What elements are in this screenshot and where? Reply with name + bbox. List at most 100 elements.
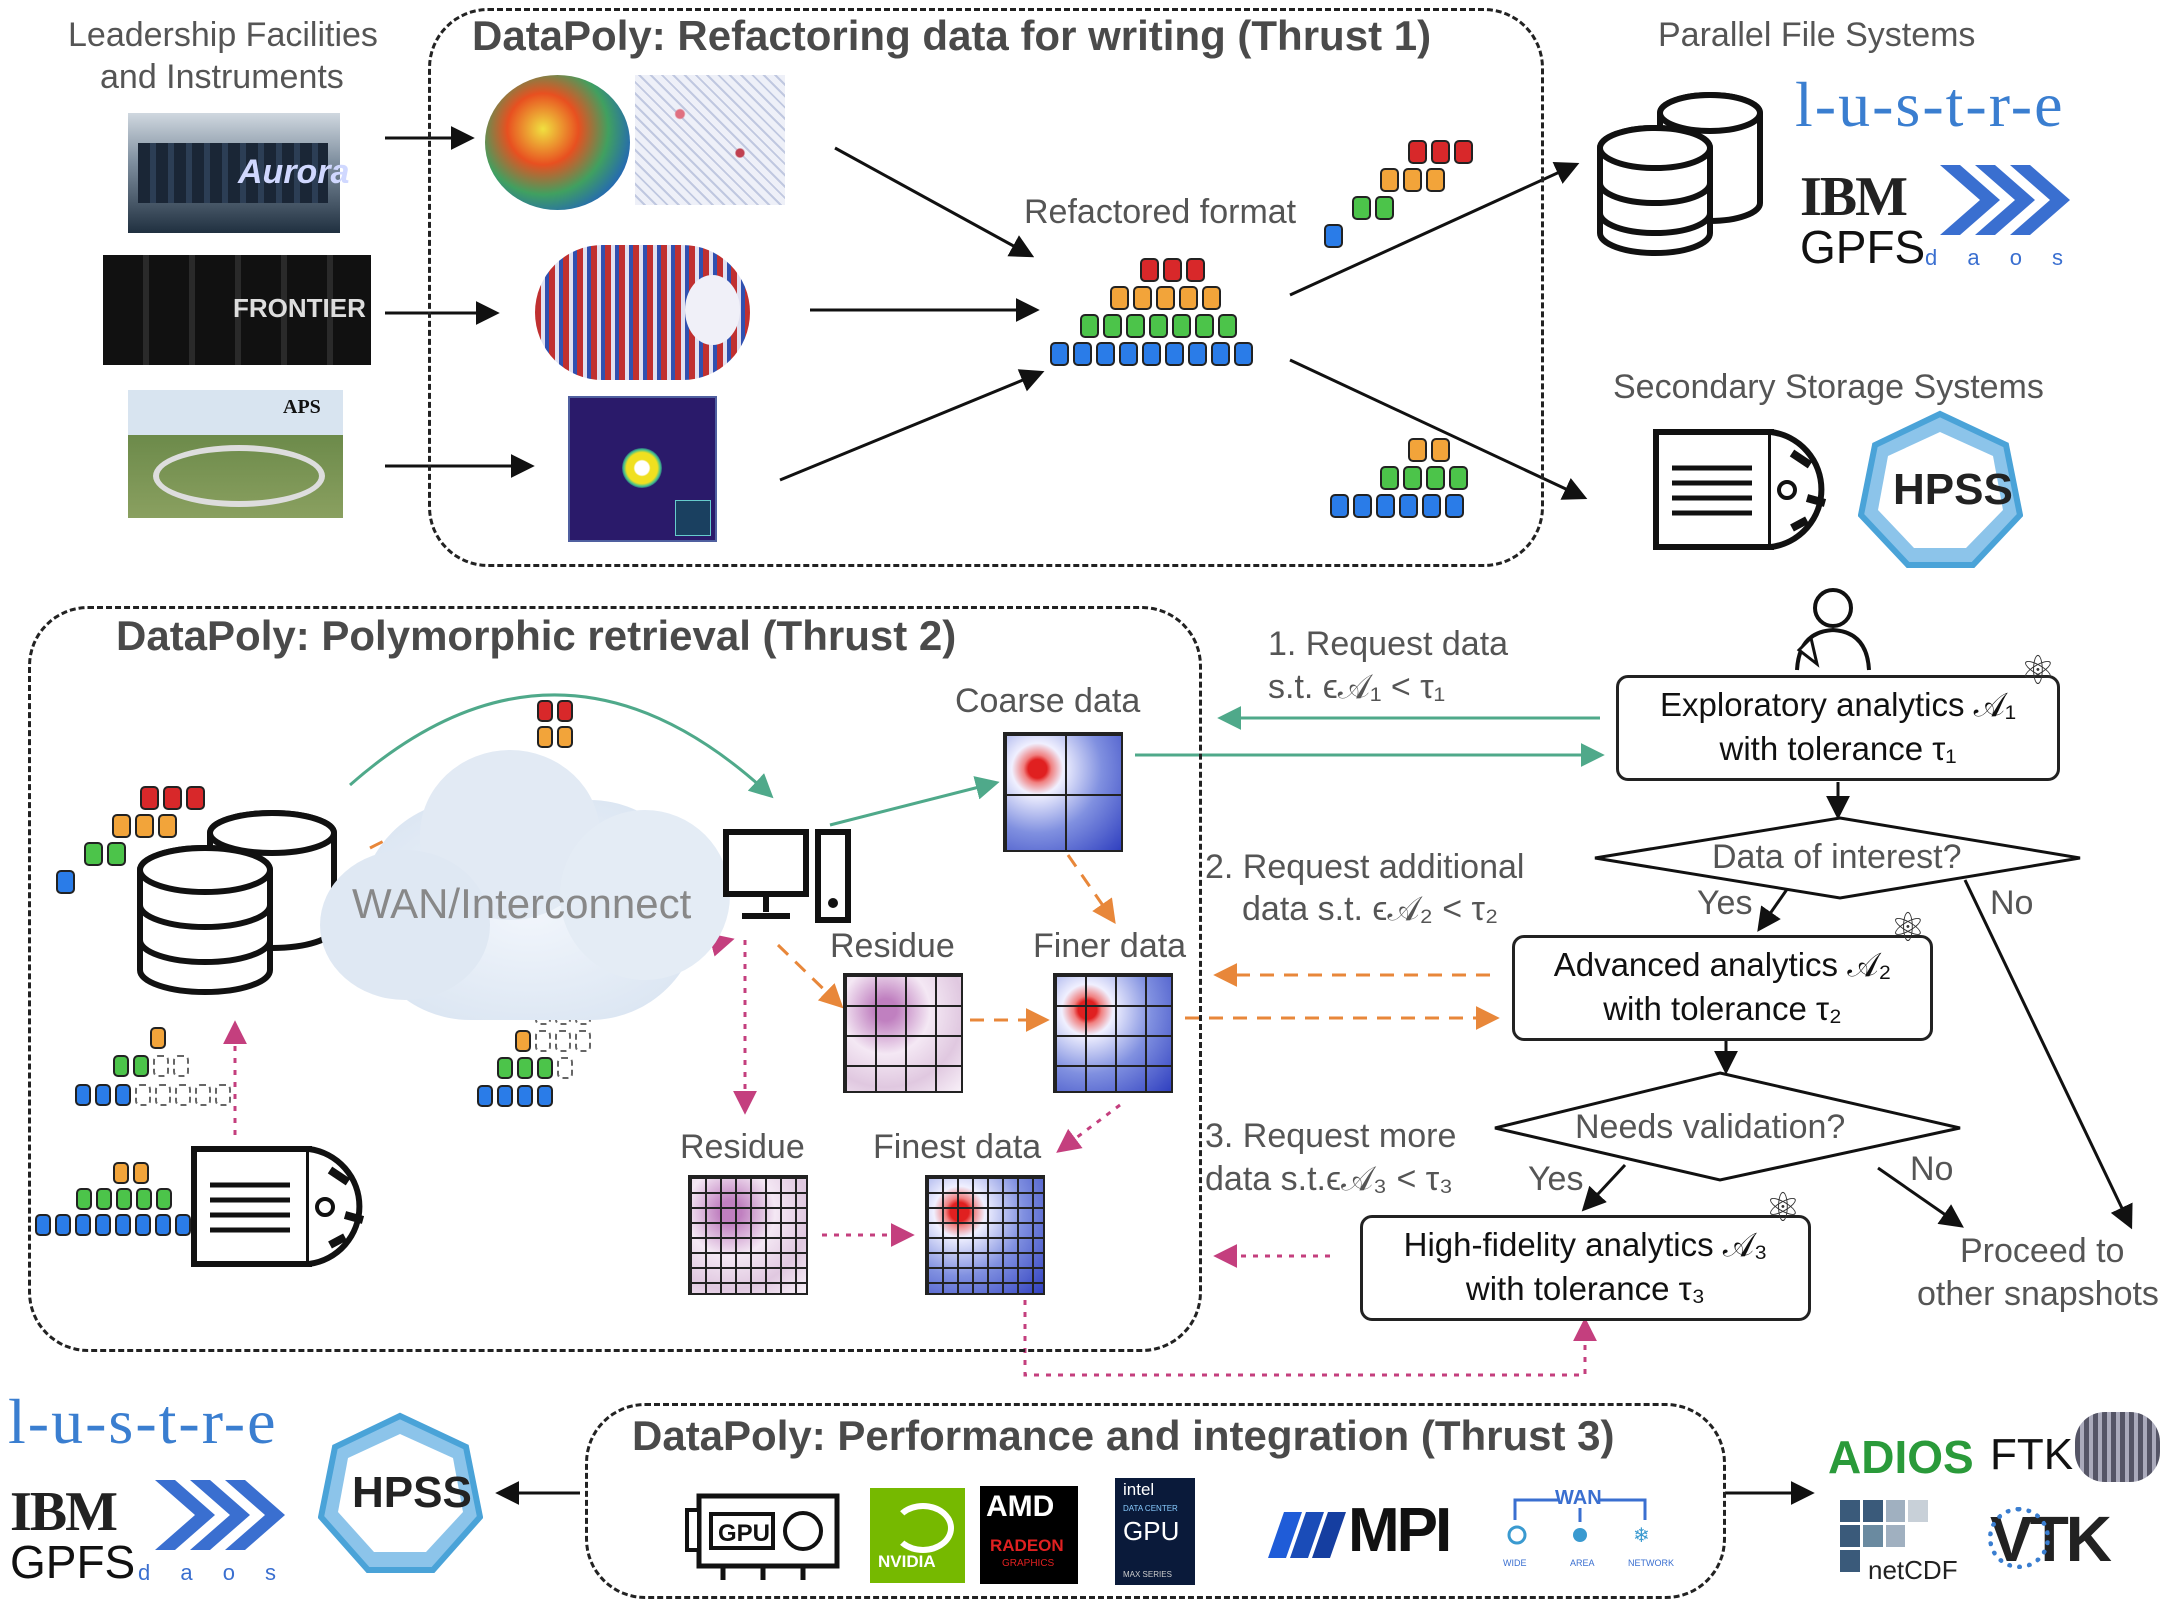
data-block bbox=[186, 786, 205, 810]
data-block bbox=[135, 1084, 151, 1106]
data-block bbox=[175, 1084, 191, 1106]
field-grid bbox=[925, 1175, 1045, 1295]
data-block bbox=[155, 1084, 171, 1106]
nvidia-logo: NVIDIA bbox=[870, 1488, 965, 1583]
data-block bbox=[1399, 494, 1418, 518]
vtk-swirl-icon bbox=[1988, 1507, 2050, 1569]
advanced-analytics-box: Advanced analytics 𝒜₂ with tolerance τ₂ bbox=[1512, 935, 1933, 1041]
data-block bbox=[1140, 258, 1159, 282]
request2-line1: 2. Request additional bbox=[1205, 848, 1525, 886]
radeon-label: RADEON bbox=[990, 1536, 1064, 1555]
data-block bbox=[477, 1085, 493, 1107]
daos-chevron-icon-bottom bbox=[155, 1480, 285, 1550]
data-block bbox=[35, 1214, 51, 1236]
data-block bbox=[1408, 438, 1427, 462]
frontier-label: FRONTIER bbox=[233, 293, 366, 323]
d1-no bbox=[1963, 879, 2133, 1230]
ibm-logo-bottom: IBM bbox=[10, 1481, 118, 1543]
frontier-image: FRONTIER bbox=[103, 255, 371, 365]
wan-area-label: AREA bbox=[1570, 1558, 1595, 1568]
field-grid bbox=[1053, 973, 1173, 1093]
data-block bbox=[153, 1055, 169, 1077]
aps-image: APS bbox=[128, 390, 343, 518]
decision-needs-validation bbox=[1494, 1071, 1961, 1182]
climate-globe-image bbox=[485, 75, 630, 210]
data-block bbox=[150, 1027, 166, 1049]
data-block bbox=[1330, 494, 1349, 518]
data-block bbox=[135, 1214, 151, 1236]
data-block bbox=[135, 814, 154, 838]
data-block bbox=[1211, 342, 1230, 366]
radeon-sub-label: GRAPHICS bbox=[1002, 1558, 1055, 1569]
field-grid bbox=[688, 1175, 808, 1295]
d2-no bbox=[1877, 1166, 1964, 1228]
a3-line1: High-fidelity analytics 𝒜₃ bbox=[1403, 1226, 1768, 1263]
data-block bbox=[1073, 342, 1092, 366]
science-icon-2: ⚛ bbox=[1890, 906, 1926, 950]
data-block bbox=[497, 1085, 513, 1107]
hpss-label: HPSS bbox=[1893, 465, 2013, 514]
scientist-icon bbox=[1795, 588, 1871, 671]
data-block bbox=[1380, 466, 1399, 490]
data-block bbox=[55, 1214, 71, 1236]
thrust2-box bbox=[28, 606, 1202, 1352]
data-block bbox=[575, 1030, 591, 1052]
data-block bbox=[115, 1084, 131, 1106]
finest-data-label: Finest data bbox=[873, 1128, 1042, 1166]
magenta-finer-to-finest bbox=[1056, 1103, 1121, 1153]
data-block bbox=[1080, 314, 1099, 338]
data-block bbox=[1103, 314, 1122, 338]
intel-gpu-label: GPU bbox=[1123, 1516, 1180, 1546]
data-block bbox=[555, 1030, 571, 1052]
decision1-yes: Yes bbox=[1697, 884, 1753, 922]
data-block bbox=[557, 726, 573, 748]
request3-line1: 3. Request more bbox=[1205, 1117, 1457, 1155]
high-fidelity-analytics-box: High-fidelity analytics 𝒜₃ with toleranc… bbox=[1360, 1215, 1811, 1321]
data-block bbox=[107, 842, 126, 866]
data-block bbox=[175, 1214, 191, 1236]
science-icon-1: ⚛ bbox=[2020, 649, 2056, 693]
mpi-blocks-icon bbox=[1268, 1512, 1346, 1558]
data-block bbox=[537, 726, 553, 748]
data-block bbox=[515, 1030, 531, 1052]
data-block bbox=[163, 786, 182, 810]
data-block bbox=[557, 700, 573, 722]
data-block bbox=[1179, 286, 1198, 310]
adios-logo: ADIOS bbox=[1828, 1431, 1974, 1483]
intel-series-label: MAX SERIES bbox=[1123, 1570, 1172, 1579]
data-block bbox=[1454, 140, 1473, 164]
exploratory-analytics-box: Exploratory analytics 𝒜₁ with tolerance … bbox=[1616, 675, 2060, 781]
wan-wide-label: WIDE bbox=[1503, 1558, 1527, 1568]
data-block bbox=[1422, 494, 1441, 518]
gpfs-logo-bottom: GPFS bbox=[10, 1536, 136, 1588]
mpi-label: MPI bbox=[1348, 1496, 1452, 1565]
cosmology-web-image bbox=[635, 75, 785, 205]
data-block bbox=[95, 1084, 111, 1106]
data-block bbox=[557, 1057, 573, 1079]
finer-data-label: Finer data bbox=[1033, 927, 1187, 965]
aps-label: APS bbox=[283, 396, 321, 418]
intel-gpu-logo: intel DATA CENTER GPU MAX SERIES bbox=[1115, 1478, 1195, 1585]
request1-line2: s.t. ϵ𝒜₁ < τ₁ bbox=[1268, 668, 1446, 706]
decision1-label: Data of interest? bbox=[1712, 838, 1962, 876]
data-block bbox=[1202, 286, 1221, 310]
data-block bbox=[1218, 314, 1237, 338]
orange-coarse-to-finer bbox=[1066, 854, 1116, 924]
data-block bbox=[1324, 224, 1343, 248]
arrow-sim3-refactor bbox=[779, 369, 1045, 482]
data-block bbox=[1172, 314, 1191, 338]
science-icon-3: ⚛ bbox=[1765, 1186, 1801, 1230]
data-block bbox=[155, 1214, 171, 1236]
netcdf-logo: netCDF bbox=[1868, 1555, 1958, 1585]
arrow-to-secondary bbox=[1289, 358, 1588, 500]
a2-line2: with tolerance τ₂ bbox=[1603, 990, 1842, 1027]
a2-line1: Advanced analytics 𝒜₂ bbox=[1553, 946, 1892, 983]
data-block bbox=[1353, 494, 1372, 518]
data-block bbox=[1376, 494, 1395, 518]
data-block bbox=[1449, 466, 1468, 490]
data-block bbox=[537, 700, 553, 722]
data-block bbox=[517, 1057, 533, 1079]
thrust3-title: DataPoly: Performance and integration (T… bbox=[632, 1412, 1615, 1459]
data-block bbox=[1431, 438, 1450, 462]
data-block bbox=[75, 1084, 91, 1106]
